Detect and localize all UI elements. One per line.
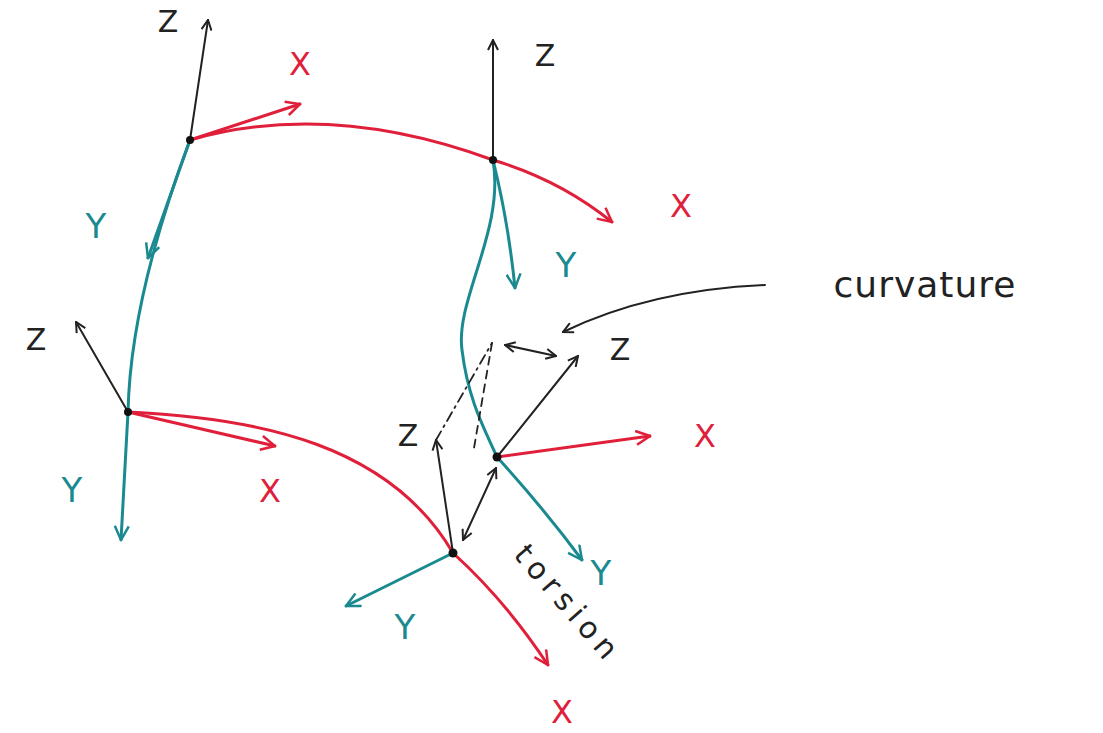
axis-label: Z [26, 325, 47, 355]
axis-label: Y [591, 556, 612, 590]
axis-label: Z [158, 7, 179, 37]
axis-label: X [694, 420, 716, 452]
axis-label: Y [86, 209, 107, 243]
y-curve [461, 160, 497, 457]
axis-label: Y [62, 473, 83, 507]
axis-label: Y [556, 248, 577, 282]
axis-label: X [259, 475, 281, 507]
y-curve [128, 140, 190, 412]
axis-label: X [670, 190, 692, 222]
x-curve [128, 412, 453, 553]
axis-label: X [289, 48, 311, 80]
axis-label: Z [610, 335, 631, 365]
axis-label: Y [395, 610, 416, 644]
axis-label: Z [535, 41, 556, 71]
x-curve [190, 124, 493, 160]
curvature-label: curvature [834, 267, 1017, 303]
axis-label: Z [398, 421, 419, 451]
axis-label: X [551, 696, 573, 728]
